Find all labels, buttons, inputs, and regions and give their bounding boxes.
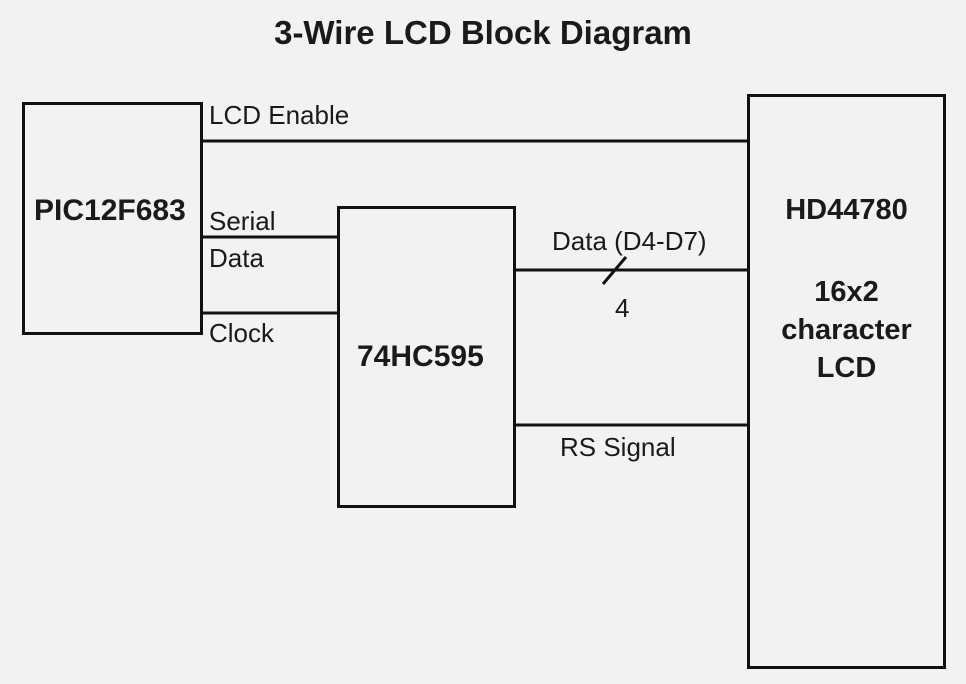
shift-register-block: [337, 206, 516, 508]
bus-width-label: 4: [615, 293, 630, 323]
data-bus-label: Data (D4-D7): [552, 226, 707, 256]
lcd-name-label: LCD: [816, 352, 877, 384]
lcd-enable-label: LCD Enable: [209, 100, 350, 130]
pic-block: [22, 102, 203, 335]
lcd-controller-label: HD44780: [785, 194, 908, 226]
lcd-size-label: 16x2: [814, 276, 879, 308]
diagram-title: 3-Wire LCD Block Diagram: [274, 14, 692, 51]
serial-label: Serial: [209, 206, 276, 236]
lcd-type-label: character: [781, 314, 912, 346]
data-label: Data: [209, 243, 264, 273]
rs-signal-label: RS Signal: [560, 432, 676, 462]
shift-register-label: 74HC595: [357, 340, 484, 373]
clock-label: Clock: [209, 318, 275, 348]
lcd-block: [747, 94, 946, 669]
pic-label: PIC12F683: [34, 194, 186, 227]
bus-slash: [601, 256, 628, 285]
